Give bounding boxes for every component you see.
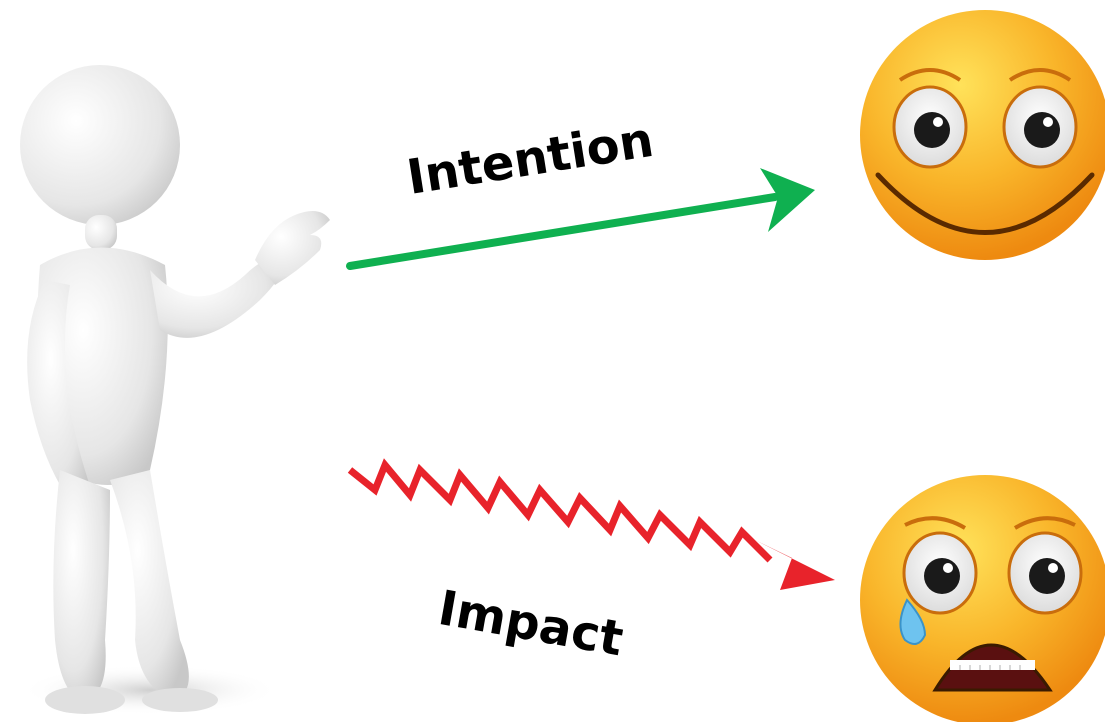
smiley-face-icon — [860, 10, 1105, 260]
person-figure-icon — [20, 65, 330, 715]
tear-drop-icon — [899, 598, 927, 645]
crying-face-icon — [860, 475, 1105, 722]
intention-arrow — [346, 168, 815, 270]
impact-arrow — [347, 458, 835, 590]
